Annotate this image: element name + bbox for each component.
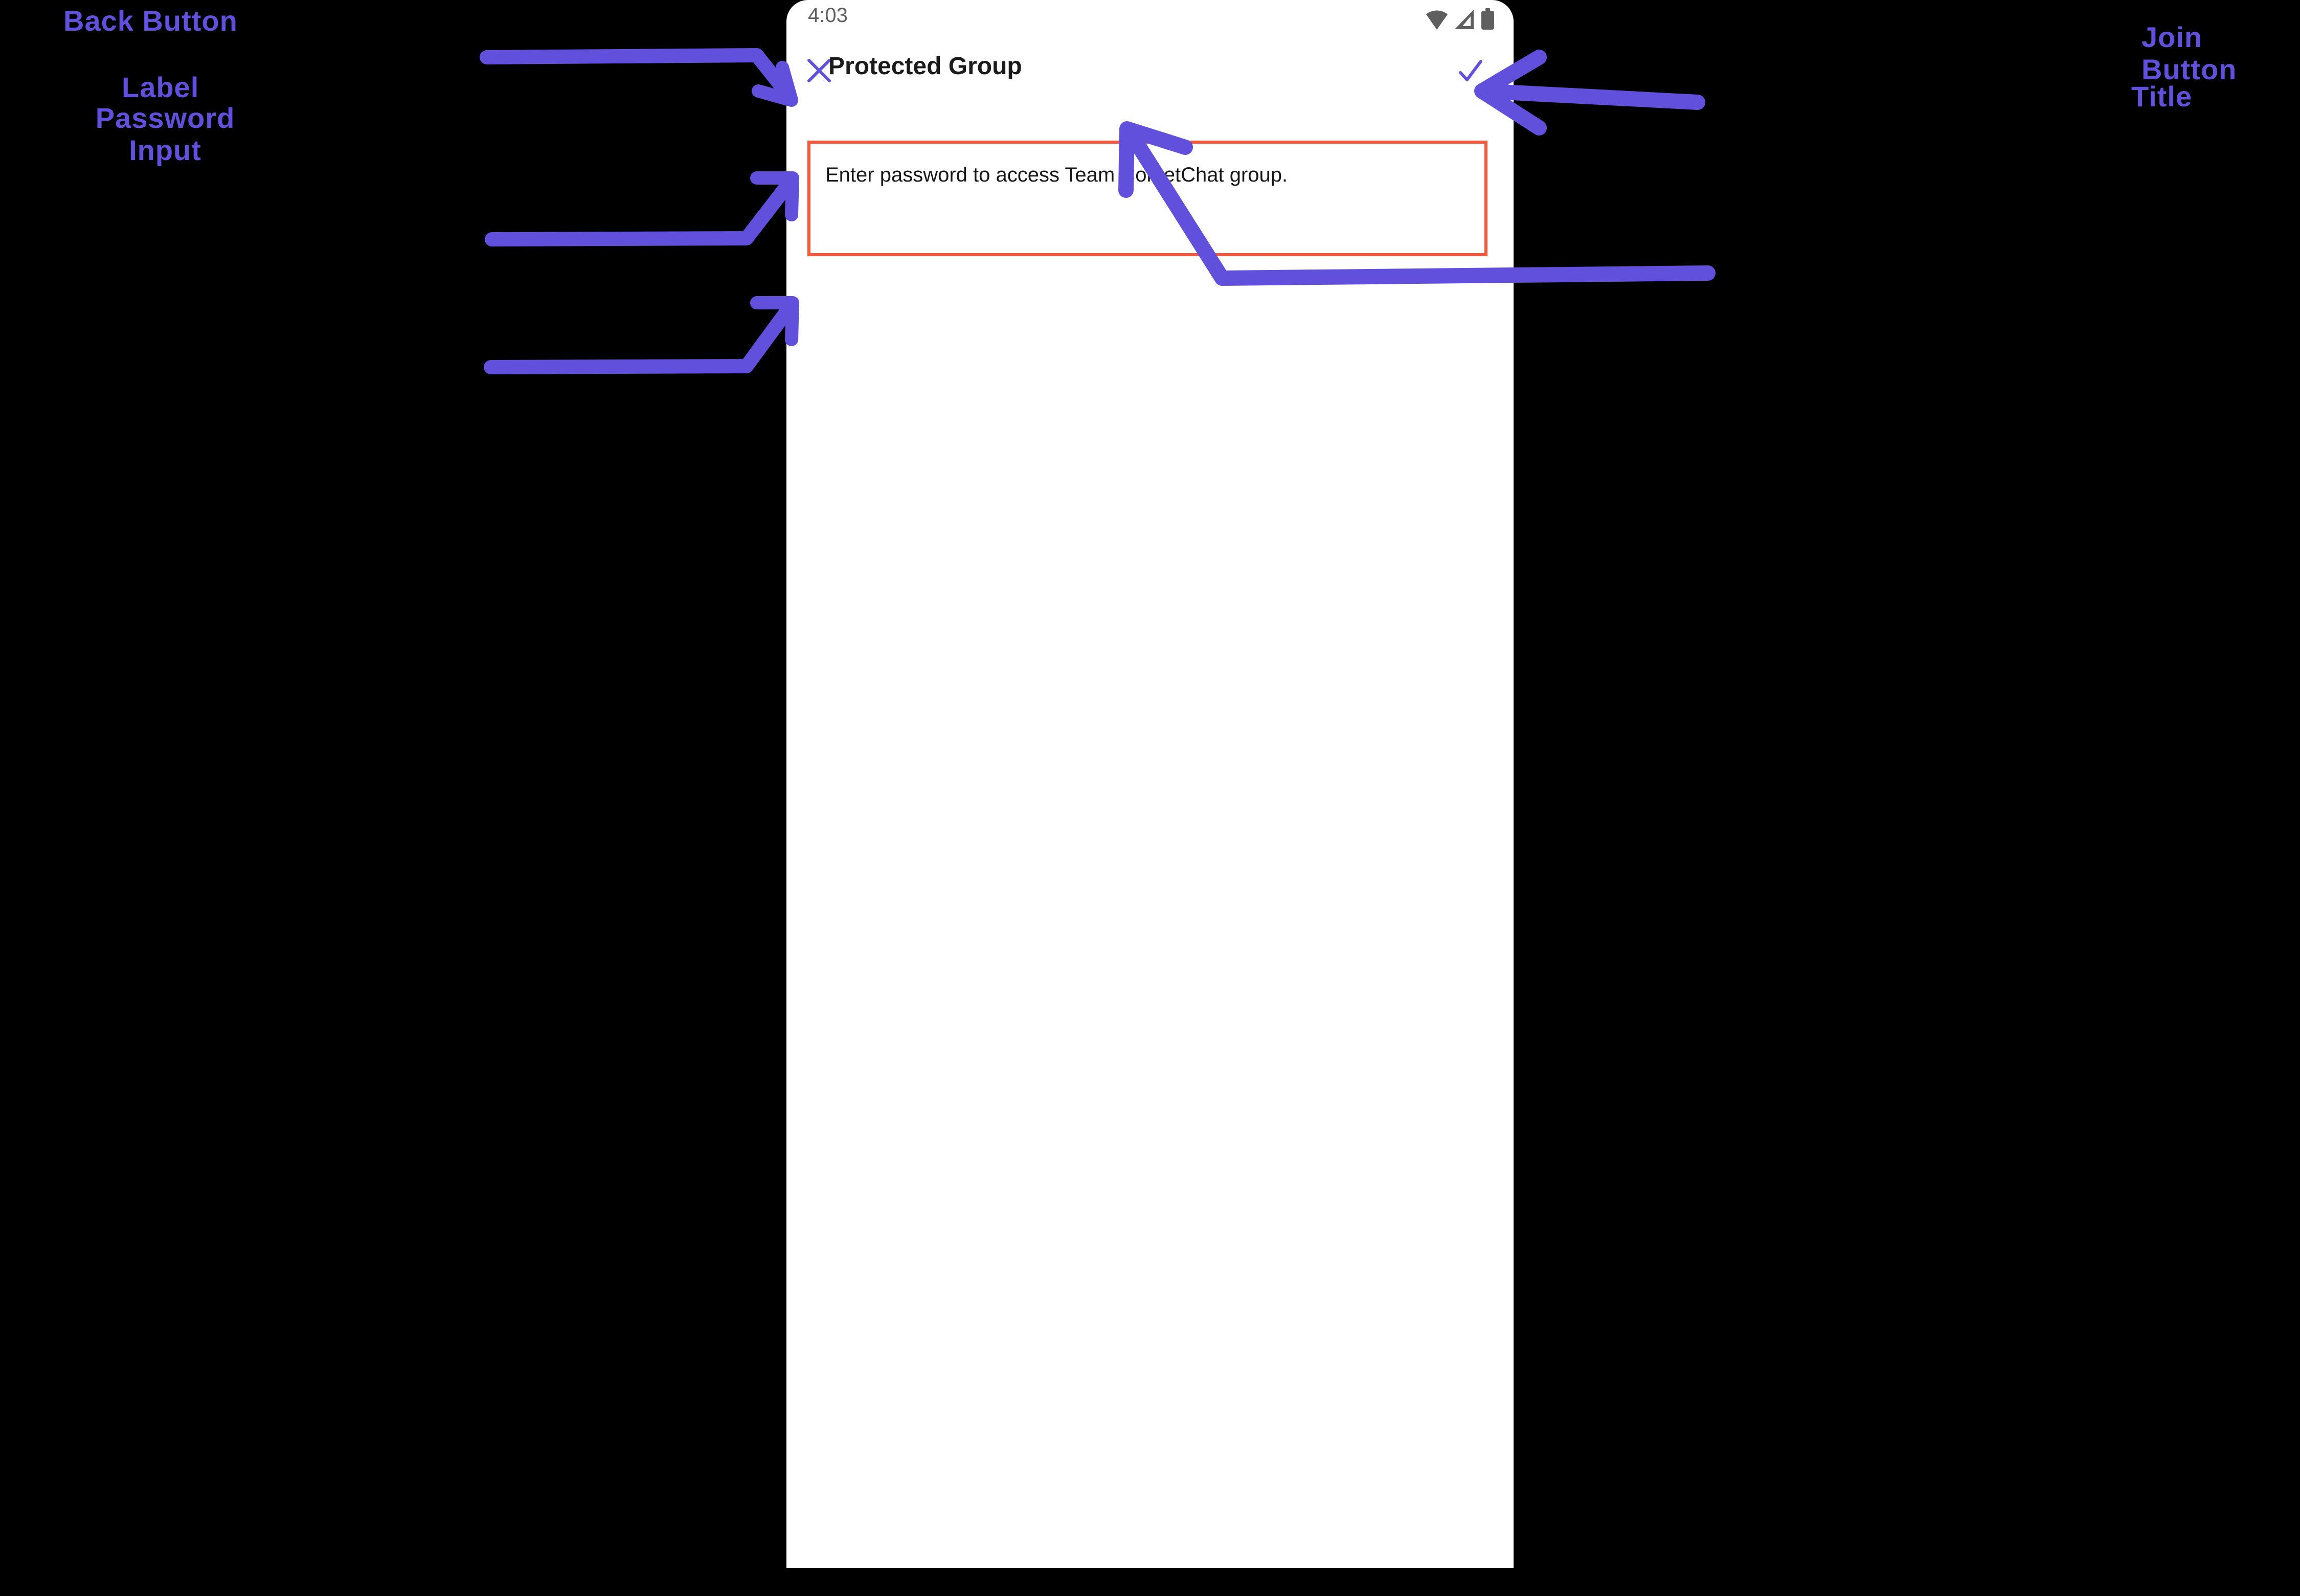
- status-bar: 4:03: [786, 0, 1514, 38]
- description-block: Enter password to access Team CometChat …: [809, 142, 1486, 255]
- cellular-signal-icon: [1455, 10, 1474, 29]
- arrow-password-input: [484, 296, 799, 374]
- join-button[interactable]: [1447, 47, 1494, 94]
- arrow-label: [485, 171, 799, 246]
- status-time: 4:03: [808, 4, 848, 27]
- wifi-icon: [1426, 10, 1448, 30]
- annotation-title-label: Title: [2131, 80, 2193, 113]
- check-icon: [1459, 60, 1482, 81]
- page-title: Protected Group: [828, 53, 1022, 80]
- back-button[interactable]: [798, 49, 841, 92]
- annotation-label-label: Label: [122, 71, 199, 103]
- app-bar: Protected Group: [786, 47, 1514, 93]
- close-x-icon: [807, 59, 831, 82]
- annotation-right-group: Join Button Title: [1534, 0, 2300, 1596]
- annotation-join-button-label: Join Button: [2141, 21, 2237, 85]
- annotation-password-input-label: Password Input: [95, 102, 235, 166]
- status-icons: [1426, 8, 1494, 30]
- battery-icon: [1481, 8, 1494, 30]
- arrow-back-button: [480, 48, 798, 107]
- annotation-back-button-label: Back Button: [63, 5, 238, 37]
- description-text: Enter password to access Team CometChat …: [825, 164, 1288, 186]
